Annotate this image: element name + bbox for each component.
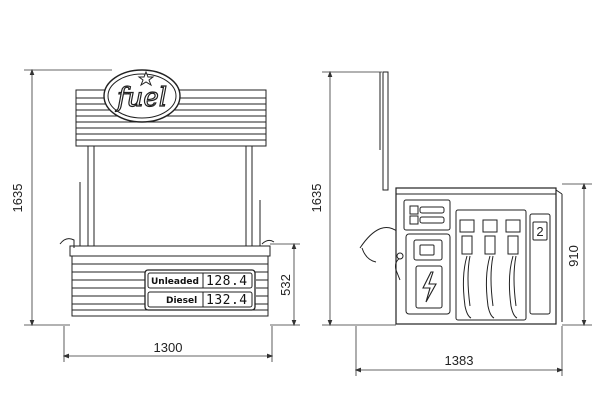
- side-height-label: 1635: [309, 184, 324, 213]
- nozzle-1: [459, 219, 475, 233]
- front-view: [59, 69, 275, 317]
- pump-number-panel: [529, 213, 551, 315]
- side-dimensions: [322, 70, 592, 376]
- front-post-left: [87, 145, 95, 247]
- front-width-label: 1300: [154, 340, 183, 355]
- battery-icon: [419, 244, 435, 256]
- diesel-label: Diesel: [166, 296, 197, 306]
- price-row-unleaded: [147, 272, 253, 289]
- counter-height-label: 532: [278, 274, 293, 296]
- unleaded-label: Unleaded: [151, 277, 199, 287]
- side-canopy-post: [382, 71, 389, 191]
- fuel-sign-label: fuel: [115, 83, 167, 113]
- pump-nozzles: [455, 209, 527, 321]
- price-board: [144, 269, 256, 311]
- price-row-diesel: [147, 291, 253, 308]
- pump-number: 2: [536, 224, 543, 239]
- side-width-label: 1383: [445, 353, 474, 368]
- front-post-right: [245, 145, 253, 247]
- side-display-panel: [403, 199, 451, 231]
- front-height-label: 1635: [10, 184, 25, 213]
- fuel-sign: [103, 69, 181, 123]
- front-dimensions: [24, 68, 300, 362]
- unleaded-price: 128.4: [206, 274, 248, 289]
- nozzle-3: [505, 219, 521, 233]
- side-view: [359, 71, 563, 325]
- star-icon: [137, 70, 155, 87]
- charge-panel: [395, 233, 451, 315]
- pump-height-label: 910: [566, 245, 581, 267]
- diesel-price: 132.4: [206, 293, 248, 308]
- nozzle-2: [482, 219, 498, 233]
- lightning-bolt-icon: [422, 271, 437, 303]
